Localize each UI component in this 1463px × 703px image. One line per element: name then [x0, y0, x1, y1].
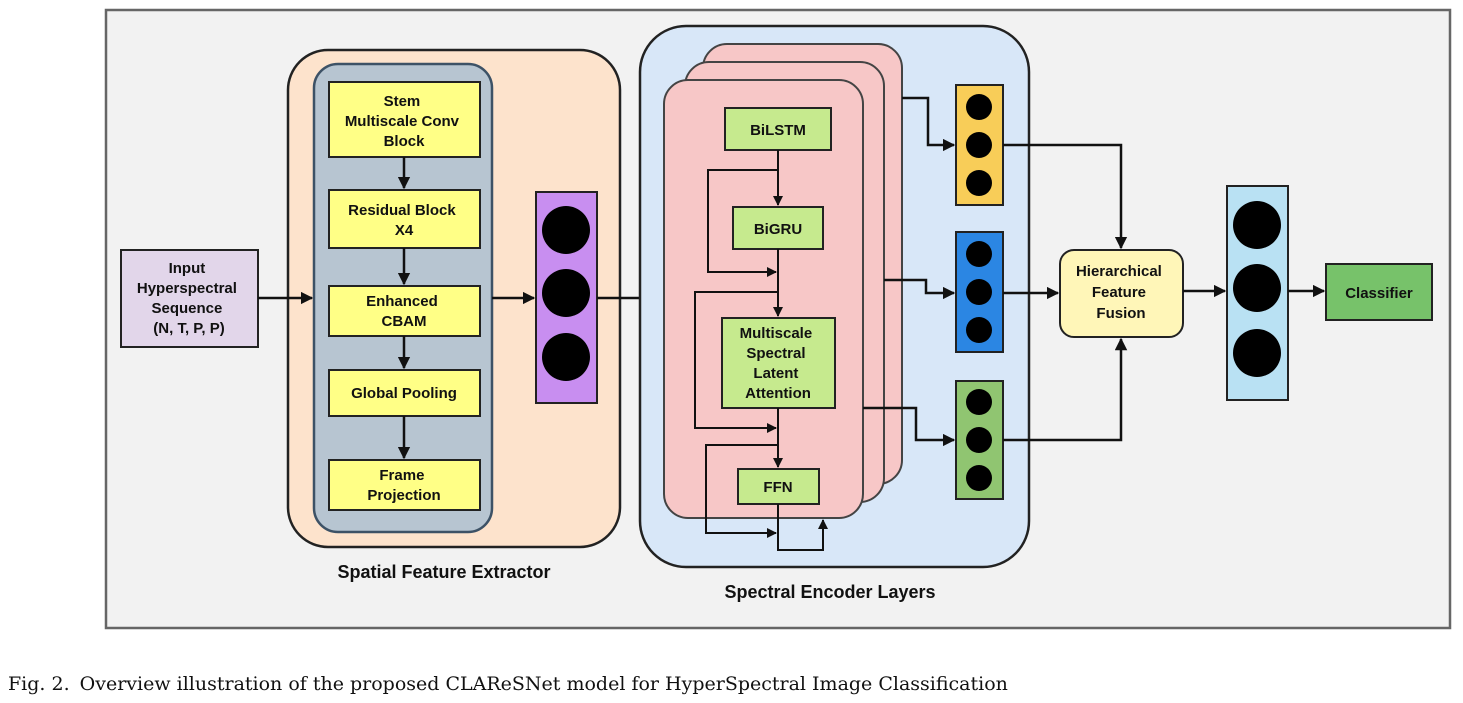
stem-label-3: Block	[384, 133, 426, 150]
ffn-label: FFN	[763, 479, 792, 496]
vector-node	[966, 279, 992, 305]
residual-connection-1	[707, 169, 778, 277]
residual-connection-2	[694, 291, 778, 433]
frame-projection-block	[328, 459, 481, 511]
fusion-label-3: Fusion	[1096, 305, 1145, 322]
bilstm-label: BiLSTM	[750, 122, 806, 139]
arrow-layer3-to-vector	[863, 406, 956, 447]
bigru-block	[732, 206, 824, 250]
hierarchical-fusion-box	[1059, 249, 1184, 338]
vector-node	[966, 94, 992, 120]
input-label-1: Input	[169, 260, 206, 277]
attention-label-1: Multiscale	[740, 325, 813, 342]
svg-text:Global Pooling: Global Pooling	[351, 385, 457, 402]
stem-block	[328, 81, 481, 158]
svg-text:Residual Block X4: Residual Block X4	[348, 202, 460, 239]
bigru-label: BiGRU	[754, 221, 802, 238]
vector-node	[542, 333, 590, 381]
cbam-label-2: CBAM	[382, 313, 427, 330]
vector-node	[966, 389, 992, 415]
vector-node	[1233, 264, 1281, 312]
svg-text:Hierarchical Feature F: Hierarchical Feature Fusion	[1076, 263, 1166, 322]
vector-node	[542, 206, 590, 254]
spatial-extractor-label: Spatial Feature Extractor	[337, 562, 550, 582]
ffn-output-connection	[777, 504, 828, 551]
vector-node	[1233, 329, 1281, 377]
vector-node	[966, 170, 992, 196]
svg-text:Multiscale Spectral La: Multiscale Spectral Latent Attention	[740, 325, 817, 402]
input-box	[120, 249, 259, 348]
svg-text:Frame Projection: Frame Projection	[367, 467, 440, 504]
caption-number: Fig. 2.	[8, 673, 70, 695]
arrow-vector3-to-fusion	[1003, 337, 1128, 442]
arrow-vector1-to-fusion	[1003, 143, 1128, 250]
residual-label-1: Residual Block	[348, 202, 456, 219]
vector-node	[1233, 201, 1281, 249]
projection-label-2: Projection	[367, 487, 440, 504]
classifier-label: Classifier	[1345, 285, 1413, 302]
input-label-4: (N, T, P, P)	[153, 320, 224, 337]
classifier-box	[1325, 263, 1433, 321]
cbam-block	[328, 285, 481, 337]
vector-node	[966, 241, 992, 267]
figure-caption: Fig. 2. Overview illustration of the prop…	[8, 673, 1018, 695]
residual-label-2: X4	[395, 222, 414, 239]
spectral-encoder-label: Spectral Encoder Layers	[724, 582, 935, 602]
attention-label-4: Attention	[745, 385, 811, 402]
arrow-layer2-to-vector	[884, 278, 956, 300]
svg-text:Stem Multiscale Conv B: Stem Multiscale Conv Block	[345, 93, 463, 150]
bilstm-block	[724, 107, 832, 151]
vector-node	[966, 132, 992, 158]
vector-node	[966, 317, 992, 343]
input-label-3: Sequence	[151, 300, 222, 317]
pooling-label: Global Pooling	[351, 385, 457, 402]
vector-node	[542, 269, 590, 317]
vector-node	[966, 465, 992, 491]
fusion-label-2: Feature	[1092, 284, 1146, 301]
fusion-label-1: Hierarchical	[1076, 263, 1162, 280]
residual-block	[328, 189, 481, 249]
caption-text: Overview illustration of the proposed CL…	[79, 673, 1008, 695]
stem-label-1: Stem	[384, 93, 421, 110]
ffn-block	[737, 468, 820, 505]
svg-text:Enhanced CBAM: Enhanced CBAM	[366, 293, 442, 330]
stem-label-2: Multiscale Conv	[345, 113, 460, 130]
attention-label-2: Spectral	[746, 345, 805, 362]
cbam-label-1: Enhanced	[366, 293, 438, 310]
attention-block	[721, 317, 836, 409]
residual-connection-3	[705, 444, 778, 538]
svg-text:Input Hyperspectral Se: Input Hyperspectral Sequence (N, T, P, P…	[137, 260, 241, 337]
projection-label-1: Frame	[379, 467, 424, 484]
vector-node	[966, 427, 992, 453]
input-label-2: Hyperspectral	[137, 280, 237, 297]
attention-label-3: Latent	[753, 365, 798, 382]
arrow-layer1-to-vector	[902, 96, 956, 152]
